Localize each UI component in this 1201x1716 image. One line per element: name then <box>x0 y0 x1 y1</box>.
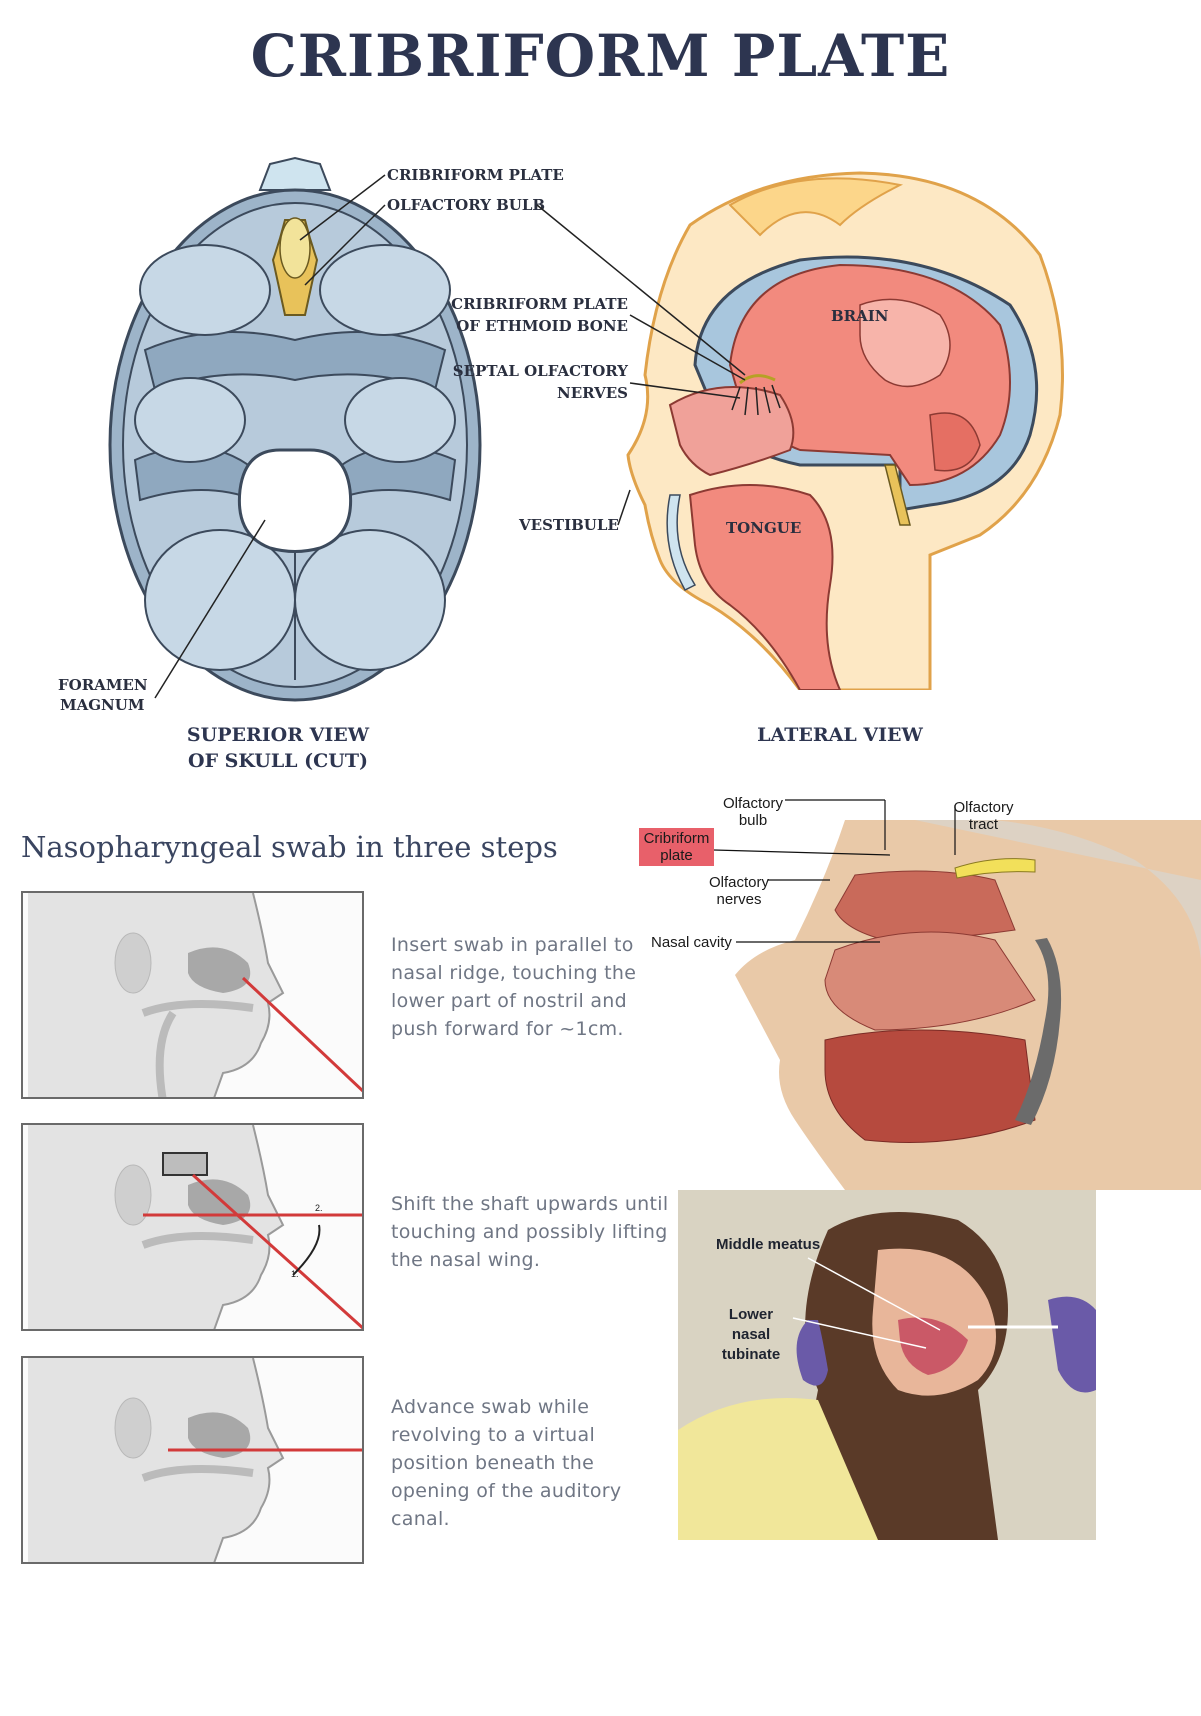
step-2-line-1: Shift the shaft upwards until <box>391 1193 669 1215</box>
step-1-line-4: push forward for ~1cm. <box>391 1018 624 1040</box>
superior-view-caption-line1: SUPERIOR VIEW <box>186 724 370 746</box>
olfactory-bulb-label: OLFACTORY BULB <box>387 196 546 214</box>
cribriform-ethmoid-label-line1: CRIBRIFORM PLATE <box>451 295 628 313</box>
foramen-magnum-label-line1: FORAMEN <box>58 676 148 694</box>
olfactory-bulb-photo-label-line2: bulb <box>738 812 768 829</box>
patient-swab-illustration <box>678 1190 1096 1540</box>
olfactory-tract-label-line1: Olfactory <box>953 799 1014 816</box>
lower-nasal-turbinate-line2: tubinate <box>721 1346 781 1363</box>
cribriform-plate-highlight-label: Cribriform plate <box>639 828 714 866</box>
cribriform-plate-label: CRIBRIFORM PLATE <box>387 166 564 184</box>
olfactory-nerves-label-line1: Olfactory <box>708 874 769 891</box>
step-3-line-5: canal. <box>391 1508 450 1530</box>
step-1-line-1: Insert swab in parallel to <box>391 934 634 956</box>
head-profile-step-3 <box>28 1358 285 1562</box>
step-2-line-3: the nasal wing. <box>391 1249 541 1271</box>
sagittal-callout-lines <box>713 799 956 943</box>
olfactory-nerves-label-line2: nerves <box>716 891 762 908</box>
cribriform-ethmoid-label: CRIBRIFORM PLATE OF ETHMOID BONE <box>410 293 628 337</box>
swab-line-step-3 <box>168 1448 362 1452</box>
nasal-cavity-label: Nasal cavity <box>651 934 732 951</box>
lower-nasal-turbinate-label: Lower nasal tubinate <box>712 1305 790 1365</box>
step-3-line-4: opening of the auditory <box>391 1480 622 1502</box>
brain-label: BRAIN <box>831 307 889 325</box>
swab-step-3-panel <box>21 1356 364 1564</box>
vestibule-label: VESTIBULE <box>519 516 619 534</box>
septal-olfactory-nerves-label-line1: SEPTAL OLFACTORY <box>452 362 628 380</box>
step-1-line-3: lower part of nostril and <box>391 990 628 1012</box>
lower-nasal-turbinate-line1: Lower nasal <box>728 1306 774 1343</box>
step-3-line-1: Advance swab while <box>391 1396 590 1418</box>
head-lateral-view-illustration <box>626 171 1064 690</box>
swab-step-2-text: Shift the shaft upwards until touching a… <box>391 1190 668 1274</box>
skull-superior-view-illustration <box>108 156 482 702</box>
step-2-line-2: touching and possibly lifting <box>391 1221 668 1243</box>
swab-step-3-text: Advance swab while revolving to a virtua… <box>391 1393 621 1533</box>
olfactory-tract-label-line2: tract <box>968 816 999 833</box>
angle-mark-2: 2. <box>315 1203 323 1213</box>
cribriform-plate-highlight-line2: plate <box>660 847 693 864</box>
foramen-magnum-label-line2: MAGNUM <box>60 696 145 714</box>
swab-step-1-text: Insert swab in parallel to nasal ridge, … <box>391 931 636 1043</box>
swab-step-2-panel: 2. 1. <box>21 1123 364 1331</box>
tongue-label: TONGUE <box>726 519 802 537</box>
olfactory-bulb-photo-label-line1: Olfactory <box>722 795 783 812</box>
olfactory-nerves-label: Olfactory nerves <box>700 874 778 908</box>
swab-lines-step-2 <box>143 1173 362 1329</box>
superior-view-caption: SUPERIOR VIEW OF SKULL (CUT) <box>160 722 396 774</box>
olfactory-bulb-photo-label: Olfactory bulb <box>714 795 792 829</box>
lateral-view-caption: LATERAL VIEW <box>757 724 923 746</box>
middle-meatus-label: Middle meatus <box>716 1236 821 1253</box>
sagittal-head-illustration <box>735 820 1201 1190</box>
step-1-line-2: nasal ridge, touching the <box>391 962 637 984</box>
cribriform-plate-highlight-line1: Cribriform <box>643 830 710 847</box>
page-title: CRIBRIFORM PLATE <box>250 22 951 90</box>
angle-mark-1: 1. <box>291 1269 299 1279</box>
head-callout-lines <box>536 204 746 526</box>
swab-line-step-1 <box>241 976 362 1093</box>
swab-section-title: Nasopharyngeal swab in three steps <box>21 830 558 864</box>
olfactory-tract-label: Olfactory tract <box>946 799 1021 833</box>
septal-olfactory-nerves-label: SEPTAL OLFACTORY NERVES <box>410 360 628 404</box>
swab-step-1-panel <box>21 891 364 1099</box>
step-3-line-2: revolving to a virtual <box>391 1424 596 1446</box>
step-3-line-3: position beneath the <box>391 1452 595 1474</box>
cribriform-ethmoid-label-line2: OF ETHMOID BONE <box>456 317 628 335</box>
superior-view-caption-line2: OF SKULL (CUT) <box>188 750 368 772</box>
head-profile-step-1 <box>28 893 285 1097</box>
septal-olfactory-nerves-label-line2: NERVES <box>557 384 628 402</box>
